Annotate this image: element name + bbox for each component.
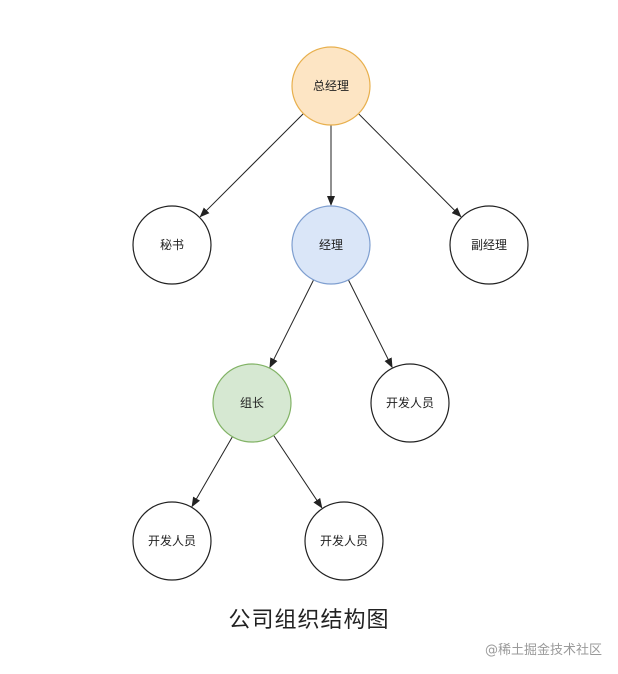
node-dev3: 开发人员 xyxy=(304,501,384,581)
node-circle-manager xyxy=(291,205,371,285)
edge-lead-to-dev2 xyxy=(191,436,233,508)
edge-manager-to-dev1 xyxy=(347,279,393,369)
node-label-dev2: 开发人员 xyxy=(148,533,196,548)
node-circle-secretary xyxy=(132,205,212,285)
edge-gm-to-vgm xyxy=(358,113,462,218)
node-label-dev1: 开发人员 xyxy=(386,395,434,410)
node-label-dev3: 开发人员 xyxy=(320,533,368,548)
edge-manager-to-lead xyxy=(269,279,315,369)
edges-layer xyxy=(191,113,462,509)
node-circle-gm xyxy=(291,46,371,126)
watermark: @稀土掘金技术社区 xyxy=(484,643,602,658)
nodes-layer: 总经理秘书经理副经理组长开发人员开发人员开发人员 xyxy=(132,46,529,581)
node-label-secretary: 秘书 xyxy=(160,238,184,252)
node-label-manager: 经理 xyxy=(319,238,343,252)
node-secretary: 秘书 xyxy=(132,205,212,285)
node-circle-dev1 xyxy=(370,363,450,443)
node-vgm: 副经理 xyxy=(449,205,529,285)
node-manager: 经理 xyxy=(291,205,371,285)
node-lead: 组长 xyxy=(212,363,292,443)
node-label-vgm: 副经理 xyxy=(471,238,507,252)
diagram-caption: 公司组织结构图 xyxy=(228,608,390,633)
node-circle-dev3 xyxy=(304,501,384,581)
node-circle-vgm xyxy=(449,205,529,285)
node-circle-lead xyxy=(212,363,292,443)
node-circle-dev2 xyxy=(132,501,212,581)
node-dev2: 开发人员 xyxy=(132,501,212,581)
edge-gm-to-secretary xyxy=(199,113,304,218)
node-gm: 总经理 xyxy=(291,46,371,126)
node-label-gm: 总经理 xyxy=(313,79,349,93)
edge-lead-to-dev3 xyxy=(273,435,323,509)
node-dev1: 开发人员 xyxy=(370,363,450,443)
node-label-lead: 组长 xyxy=(240,396,264,410)
